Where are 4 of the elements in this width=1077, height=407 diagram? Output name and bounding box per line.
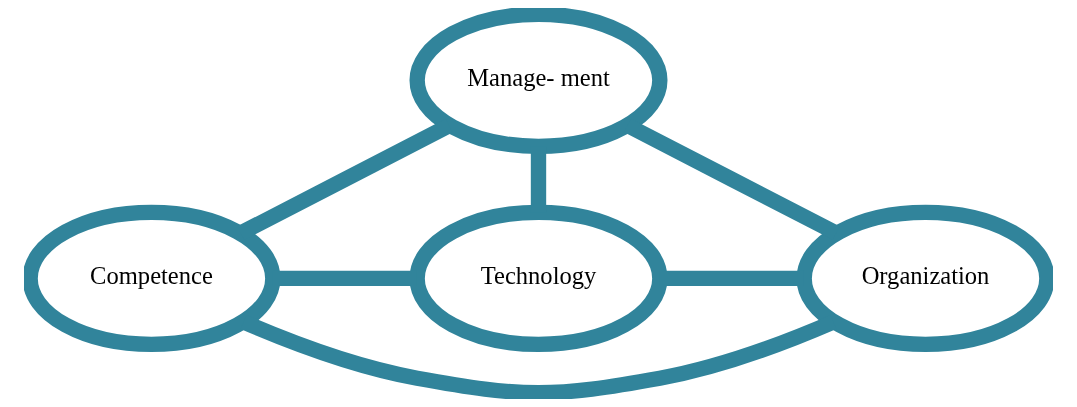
node-ellipse: Manage- ment: [409, 8, 668, 154]
node-ellipse: Technology: [409, 204, 668, 353]
node-ellipse: Competence: [24, 204, 281, 353]
node-ellipse: Organization: [796, 204, 1053, 353]
